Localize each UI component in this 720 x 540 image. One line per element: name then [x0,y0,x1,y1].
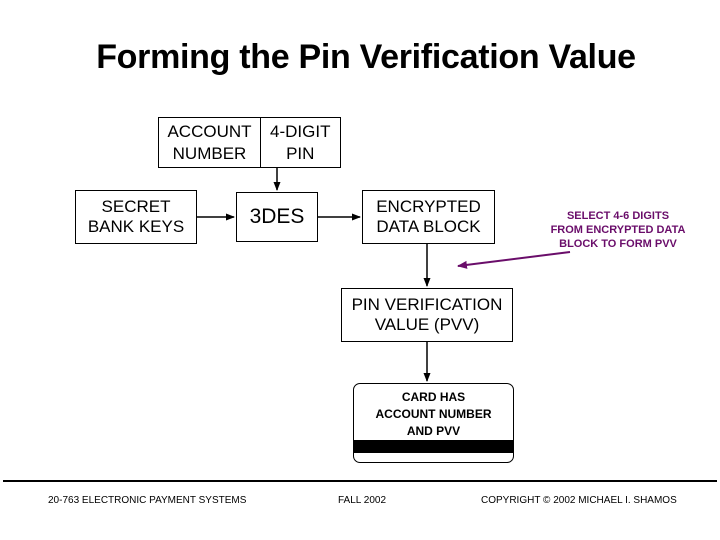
card-text: CARD HAS ACCOUNT NUMBER AND PVV [354,389,513,440]
account-pin-input-box: ACCOUNT NUMBER 4-DIGIT PIN [158,117,341,168]
pin-cell: 4-DIGIT PIN [259,117,341,168]
annotation-line-3: BLOCK TO FORM PVV [559,238,677,251]
3des-box: 3DES [236,192,318,242]
encrypted-line-1: ENCRYPTED [376,196,481,216]
encrypted-data-block-box: ENCRYPTED DATA BLOCK [362,190,495,244]
pvv-box: PIN VERIFICATION VALUE (PVV) [341,288,513,342]
annotation-line-2: FROM ENCRYPTED DATA [550,224,686,237]
card-line-1: CARD HAS [401,390,466,404]
card-line-3: AND PVV [406,424,461,439]
slide-title: Forming the Pin Verification Value [96,38,636,76]
pvv-line-1: PIN VERIFICATION [351,294,503,314]
pin-line-1: 4-DIGIT [270,122,331,142]
card-line-2: ACCOUNT NUMBER [375,407,492,422]
footer-copyright: COPYRIGHT © 2002 MICHAEL I. SHAMOS [481,495,677,506]
account-line-2: NUMBER [172,143,247,163]
secret-bank-keys-box: SECRET BANK KEYS [75,190,197,244]
account-line-1: ACCOUNT [167,122,252,142]
annotation-line-1: SELECT 4-6 DIGITS [566,210,670,222]
footer-term: FALL 2002 [338,495,387,506]
encrypted-line-2: DATA BLOCK [376,217,481,236]
card-box: CARD HAS ACCOUNT NUMBER AND PVV [353,383,514,463]
select-digits-annotation: SELECT 4-6 DIGITS FROM ENCRYPTED DATA BL… [536,209,700,251]
secret-line-1: SECRET [101,196,171,216]
account-number-cell: ACCOUNT NUMBER [158,117,261,168]
3des-label: 3DES [249,205,305,229]
magnetic-stripe [354,440,513,453]
secret-line-2: BANK KEYS [87,217,185,236]
arrow-annotation-pointer [457,251,571,269]
pin-line-2: PIN [286,143,315,163]
footer-course: 20-763 ELECTRONIC PAYMENT SYSTEMS [48,495,247,506]
pvv-line-2: VALUE (PVV) [374,315,480,334]
footer-divider [3,480,717,482]
